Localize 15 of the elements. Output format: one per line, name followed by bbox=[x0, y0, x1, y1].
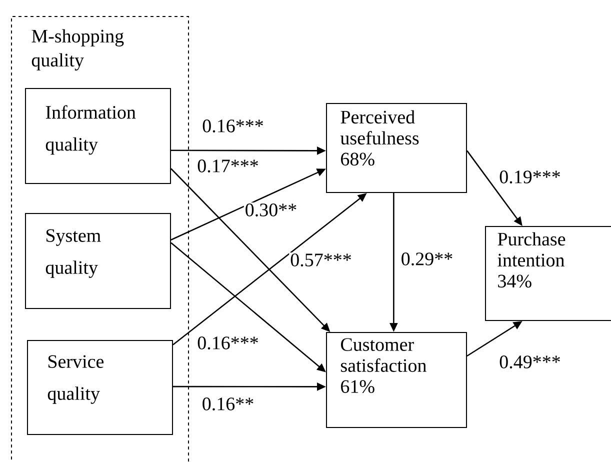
construct-box: Purchase intention 34% bbox=[485, 226, 611, 321]
edge-label: 0.16** bbox=[200, 396, 256, 412]
edge-label: 0.16*** bbox=[196, 336, 260, 350]
construct-box: Customer satisfaction 61% bbox=[326, 332, 467, 428]
edge-label: 0.16*** bbox=[201, 118, 265, 134]
edge-label: 0.17*** bbox=[196, 158, 260, 174]
edge-label: 0.57*** bbox=[289, 252, 353, 268]
construct-box: Perceived usefulness 68% bbox=[326, 103, 467, 193]
edge-label: 0.19*** bbox=[498, 170, 562, 184]
edge-label: 0.30** bbox=[244, 202, 298, 218]
construct-box: System quality bbox=[25, 213, 171, 309]
edge-label: 0.49*** bbox=[498, 354, 562, 370]
construct-box: Information quality bbox=[25, 88, 171, 184]
edge-label: 0.29** bbox=[400, 252, 454, 266]
construct-box: Service quality bbox=[27, 340, 173, 435]
